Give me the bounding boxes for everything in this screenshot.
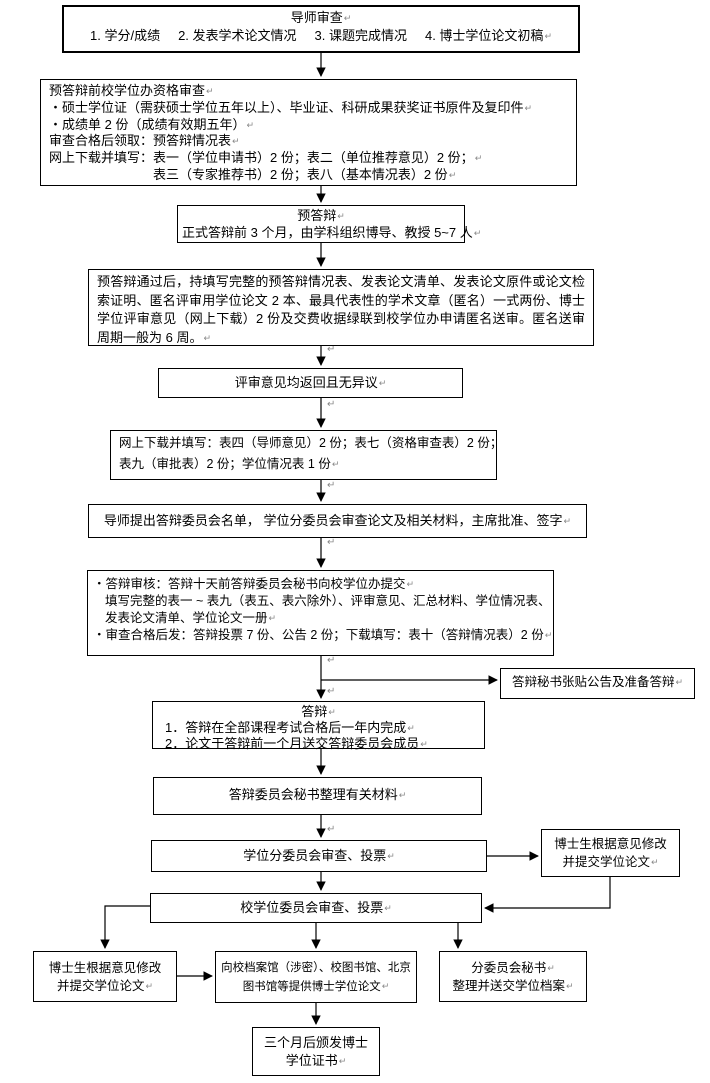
text-line: ・答辩审核：答辩十天前答辩委员会秘书向校学位办提交↵ xyxy=(93,577,415,591)
text-line: 三个月后颁发博士 xyxy=(263,1035,368,1050)
paragraph-mark: ↵ xyxy=(473,227,482,238)
flow-box-defense-review: ・答辩审核：答辩十天前答辩委员会秘书向校学位办提交↵ 填写完整的表一 ~ 表九（… xyxy=(87,570,554,656)
text-line: 表三（专家推荐书）2 份；表八（基本情况表）2 份↵ xyxy=(153,166,457,182)
paragraph-mark: ↵ xyxy=(384,903,392,913)
text-line: 网上下载并填写：表四（导师意见）2 份；表七（资格审查表）2 份； xyxy=(119,436,503,450)
text-line: ・成绩单 2 份（成绩有效期五年）↵ xyxy=(49,116,255,132)
flow-box-archive-submission: 向校档案馆（涉密）、校图书馆、北京 图书馆等提供博士学位论文↵ xyxy=(215,951,417,1003)
box-title: 导师审查↵ xyxy=(290,10,352,25)
paragraph-mark: ↵ xyxy=(327,480,336,491)
text-line: 答辩秘书张贴公告及准备答辩↵ xyxy=(511,675,684,689)
paragraph-mark: ↵ xyxy=(327,655,336,666)
text-line: 学位证书↵ xyxy=(285,1053,347,1068)
flow-box-supervisor-review: 导师审查↵ 1. 学分/成绩 2. 发表学术论文情况 3. 课题完成情况 4. … xyxy=(62,5,580,53)
flow-box-defense: 答辩↵ 1．答辩在全部课程考试合格后一年内完成↵ 2．论文于答辩前一个月送交答辩… xyxy=(152,701,485,751)
paragraph-mark: ↵ xyxy=(675,677,684,687)
text-paragraph: 预答辩通过后，持填写完整的预答辩情况表、发表论文清单、发表论文原件或论文检索证明… xyxy=(97,274,585,345)
paragraph-mark: ↵ xyxy=(203,332,212,343)
paragraph-mark: ↵ xyxy=(328,707,336,717)
paragraph-mark: ↵ xyxy=(524,102,533,113)
paragraph-mark: ↵ xyxy=(268,613,277,623)
paragraph-mark: ↵ xyxy=(544,630,553,640)
paragraph-mark: ↵ xyxy=(343,13,352,23)
list-item: 2. 发表学术论文情况 xyxy=(178,28,297,43)
list-item: 2．论文于答辩前一个月送交答辩委员会成员↵ xyxy=(165,736,428,751)
text-line: 表九（审批表）2 份；学位情况表 1 份↵ xyxy=(119,457,340,471)
paragraph-mark: ↵ xyxy=(232,136,240,147)
text-line: 发表论文清单、学位论文一册↵ xyxy=(105,611,277,625)
text-line: 分委员会秘书↵ xyxy=(471,961,555,975)
paragraph-mark: ↵ xyxy=(327,344,336,355)
text-line: 审查合格后领取：预答辩情况表↵ xyxy=(49,133,240,149)
text-line: 评审意见均返回且无异议↵ xyxy=(234,375,387,390)
paragraph-mark: ↵ xyxy=(327,399,336,410)
supervisor-review-items: 1. 学分/成绩 2. 发表学术论文情况 3. 课题完成情况 4. 博士学位论文… xyxy=(78,27,564,45)
flow-box-university-committee-vote: 校学位委员会审查、投票↵ xyxy=(150,893,482,923)
paragraph-mark: ↵ xyxy=(407,723,415,733)
flow-box-qualification-review: 预答辩前校学位办资格审查↵ ・硕士学位证（需获硕士学位五年以上）、毕业证、科研成… xyxy=(40,79,577,186)
text-line: 校学位委员会审查、投票↵ xyxy=(240,900,392,915)
paragraph-mark: ↵ xyxy=(547,963,555,973)
arrow-university-to-reviseleft xyxy=(100,905,150,949)
paragraph-mark: ↵ xyxy=(448,169,457,180)
list-item: 3. 课题完成情况 xyxy=(314,28,407,43)
flow-box-certificate: 三个月后颁发博士 学位证书↵ xyxy=(252,1027,380,1076)
text-line: ・硕士学位证（需获硕士学位五年以上）、毕业证、科研成果获奖证书原件及复印件↵ xyxy=(49,99,533,115)
paragraph-mark: ↵ xyxy=(246,119,255,130)
flow-box-secretary-materials: 答辩委员会秘书整理有关材料↵ xyxy=(153,777,482,815)
paragraph-mark: ↵ xyxy=(387,851,395,861)
flow-box-sub-committee-vote: 学位分委员会审查、投票↵ xyxy=(151,840,487,872)
flow-box-committee-list: 导师提出答辩委员会名单， 学位分委员会审查论文及相关材料，主席批准、签字↵ xyxy=(88,504,587,538)
flow-box-secretary-notice: 答辩秘书张贴公告及准备答辩↵ xyxy=(500,668,695,699)
paragraph-mark: ↵ xyxy=(398,790,407,800)
paragraph-mark: ↵ xyxy=(563,516,572,526)
paragraph-mark: ↵ xyxy=(565,981,574,991)
list-item: 1. 学分/成绩 xyxy=(90,28,161,43)
text-line: 整理并送交学位档案↵ xyxy=(452,979,574,993)
paragraph-mark: ↵ xyxy=(420,739,428,749)
paragraph-mark: ↵ xyxy=(206,86,214,96)
paragraph-mark: ↵ xyxy=(327,686,336,697)
list-item: 4. 博士学位论文初稿↵ xyxy=(424,28,552,43)
text-line: 图书馆等提供博士学位论文↵ xyxy=(242,981,390,993)
paragraph-mark: ↵ xyxy=(338,1056,347,1066)
paragraph-mark: ↵ xyxy=(474,153,483,164)
text-line: 学位分委员会审查、投票↵ xyxy=(243,848,395,863)
paragraph-mark: ↵ xyxy=(327,537,336,548)
paragraph-mark: ↵ xyxy=(327,824,336,835)
text-line: 博士生根据意见修改 xyxy=(48,961,162,975)
text-line: 导师提出答辩委员会名单， 学位分委员会审查论文及相关材料，主席批准、签字↵ xyxy=(103,513,572,528)
text-line: 并提交学位论文↵ xyxy=(562,855,659,869)
flow-box-pre-defense: 预答辩↵ 正式答辩前 3 个月，由学科组织博导、教授 5~7 人↵ xyxy=(177,205,482,243)
paragraph-mark: ↵ xyxy=(650,857,659,867)
flow-box-review-returned: 评审意见均返回且无异议↵ xyxy=(158,368,463,398)
flow-box-blind-review: 预答辩通过后，持填写完整的预答辩情况表、发表论文清单、发表论文原件或论文检索证明… xyxy=(88,269,594,346)
text-line: 并提交学位论文↵ xyxy=(56,979,154,993)
flow-box-archive-secretary: 分委员会秘书↵ 整理并送交学位档案↵ xyxy=(439,951,587,1002)
paragraph-mark: ↵ xyxy=(337,211,345,221)
text-line: ・审查合格后发：答辩投票 7 份、公告 2 份；下载填写：表十（答辩情况表）2 … xyxy=(93,628,553,642)
text-line: 填写完整的表一 ~ 表九（表五、表六除外）、评审意见、汇总材料、学位情况表、 xyxy=(105,594,551,608)
arrow-revise-to-university xyxy=(484,877,611,913)
text-line: 网上下载并填写：表一（学位申请书）2 份；表二（单位推荐意见）2 份；↵ xyxy=(49,150,483,166)
paragraph-mark: ↵ xyxy=(544,31,552,41)
paragraph-mark: ↵ xyxy=(378,378,387,388)
flow-box-revise-resubmit-right: 博士生根据意见修改 并提交学位论文↵ xyxy=(541,829,680,877)
text-line: 预答辩前校学位办资格审查↵ xyxy=(49,83,214,98)
flow-box-revise-resubmit-left: 博士生根据意见修改 并提交学位论文↵ xyxy=(33,951,177,1002)
paragraph-mark: ↵ xyxy=(406,579,415,589)
flow-box-download-forms: 网上下载并填写：表四（导师意见）2 份；表七（资格审查表）2 份； 表九（审批表… xyxy=(110,430,503,480)
list-item: 1．答辩在全部课程考试合格后一年内完成↵ xyxy=(165,720,415,735)
text-line: 博士生根据意见修改 xyxy=(554,837,667,851)
paragraph-mark: ↵ xyxy=(331,459,340,469)
text-line: 正式答辩前 3 个月，由学科组织博导、教授 5~7 人↵ xyxy=(182,224,482,240)
box-title: 预答辩↵ xyxy=(297,208,345,223)
paragraph-mark: ↵ xyxy=(381,981,390,991)
box-title: 答辩↵ xyxy=(301,704,336,719)
text-line: 向校档案馆（涉密）、校图书馆、北京 xyxy=(221,962,411,974)
text-line: 答辩委员会秘书整理有关材料↵ xyxy=(228,787,407,802)
paragraph-mark: ↵ xyxy=(145,981,154,991)
